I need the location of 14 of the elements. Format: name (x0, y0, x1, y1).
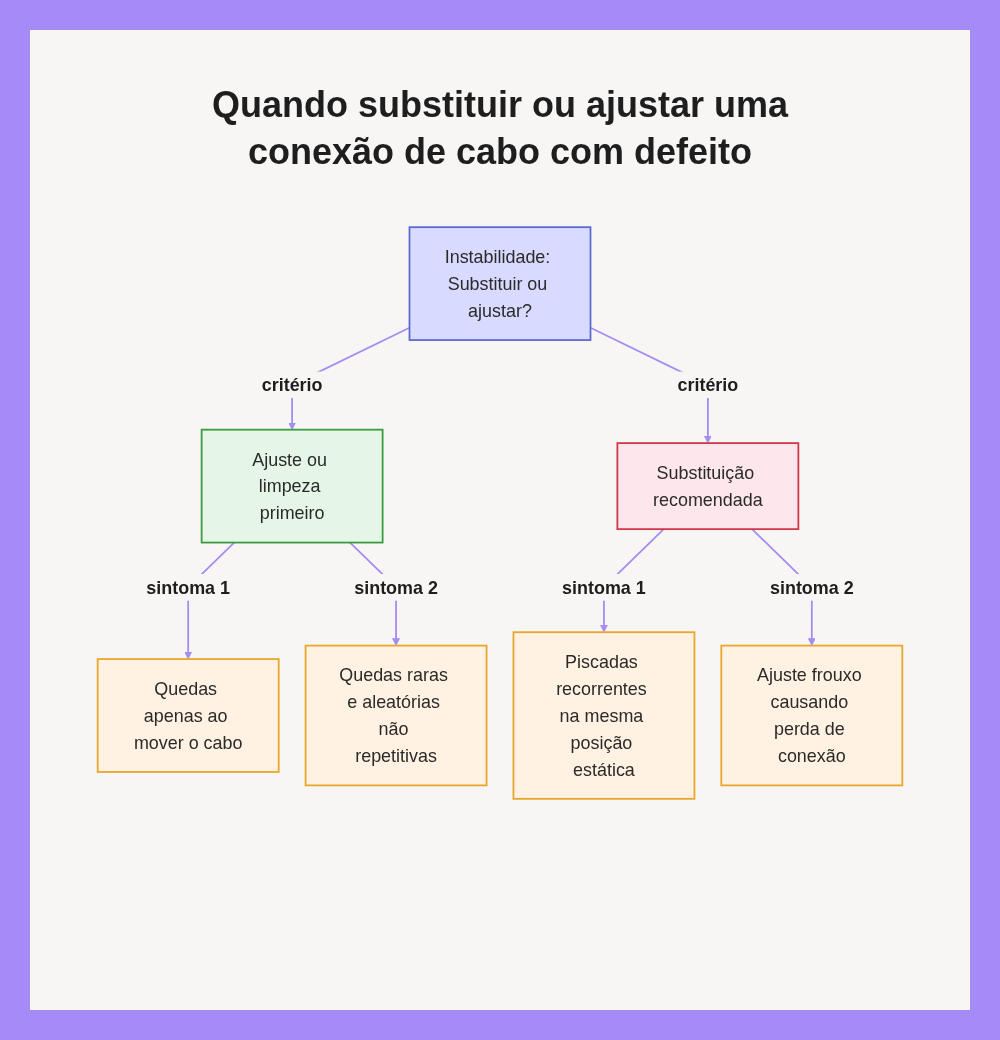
node-box: Ajuste frouxo causando perda de conexão (720, 644, 904, 787)
edge-label: sintoma 2 (354, 577, 438, 598)
edge-label: sintoma 1 (146, 577, 231, 598)
edge-label: critério (261, 375, 323, 395)
node-box: Quedas raras e aleatórias não repetitivas (304, 644, 488, 787)
node-box: Piscadas recorrentes na mesma posição estática (512, 631, 696, 800)
edge-label: sintoma 1 (562, 577, 646, 598)
node-box: Quedas apenas ao mover o cabo (96, 658, 280, 773)
edge-label: sintoma 2 (769, 577, 854, 598)
edge-label: critério (677, 375, 739, 395)
title: Quando substituir ou ajustar uma conexão de cabo com defeito (210, 83, 790, 174)
node-box: Instabilidade: Substituir ou ajustar? (408, 226, 592, 341)
node-box: Substituição recomendada (616, 442, 800, 531)
node-box: Ajuste ou limpeza primeiro (200, 428, 384, 544)
